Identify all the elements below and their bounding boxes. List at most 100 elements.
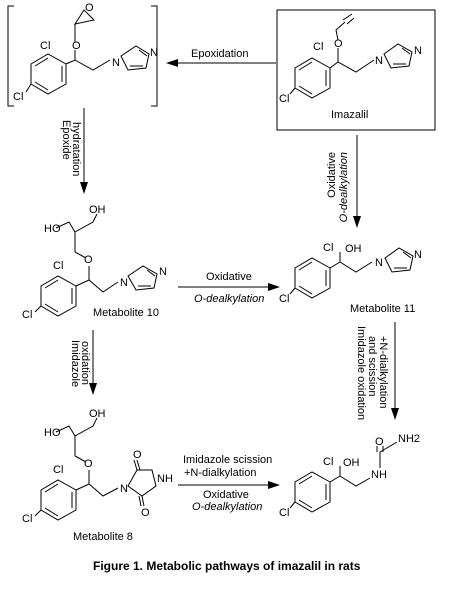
- imidazole-ring: [383, 43, 413, 69]
- atom-cl-ring: Cl: [53, 464, 63, 476]
- arrowhead-imidazole-scission-right: [391, 408, 399, 420]
- atom-oh: OH: [345, 243, 362, 255]
- atom-cl-ring: Cl: [323, 456, 333, 468]
- label-epoxide-hydration-2: hydratation: [70, 122, 82, 176]
- reaction-bottom: Imidazole scission +N-dialkylation Oxida…: [178, 454, 280, 513]
- atom-cl-ring: Cl: [323, 242, 333, 254]
- structure-urea-product: Cl Cl OH NH O NH2: [279, 433, 420, 519]
- benzene-ring: [294, 57, 331, 99]
- atom-ho: HO: [44, 427, 61, 439]
- carbonyl-1: [133, 459, 141, 471]
- bond-backbone: [65, 59, 111, 71]
- label-epoxidation: Epoxidation: [191, 48, 249, 60]
- bond-cl-para: [25, 83, 32, 93]
- reaction-imidazole-oxidation-scission: Imidazole oxidation and scission +N-dial…: [355, 322, 399, 420]
- imazalil-box: [276, 9, 436, 131]
- structure-epoxide: O O Cl Cl N N: [7, 2, 158, 107]
- atom-nh: NH: [157, 473, 173, 485]
- reaction-epoxidation: Epoxidation: [166, 48, 276, 67]
- bond-backbone: [75, 279, 119, 293]
- atom-cl-ring: Cl: [40, 40, 50, 52]
- structure-metabolite-11: Cl Cl OH N N Metabolite 11: [279, 242, 422, 315]
- atom-cl-para: Cl: [22, 309, 32, 321]
- diol-chain: [55, 417, 98, 456]
- benzene-ring: [30, 53, 67, 95]
- arrowhead-oxidative-dealkylation-right: [353, 216, 361, 228]
- atom-cl-para: Cl: [279, 293, 289, 305]
- arrowhead-bottom: [268, 481, 280, 489]
- compound-name-imazalil: Imazalil: [331, 109, 368, 121]
- atom-n1: N: [112, 57, 120, 69]
- reaction-oxidative-dealkylation-middle: Oxidative O-dealkylation: [178, 271, 280, 305]
- compound-name-metabolite-10: Metabolite 10: [93, 307, 159, 319]
- bond-cl-para: [34, 509, 42, 517]
- bond-backbone: [329, 252, 373, 273]
- atom-n3: N: [159, 266, 167, 278]
- atom-o-2: O: [141, 507, 150, 519]
- compound-name-metabolite-8: Metabolite 8: [73, 531, 133, 543]
- reaction-imidazole-oxidation: Imidazole oxidation: [69, 330, 97, 395]
- structure-metabolite-10: OH HO O Cl Cl N N Metabolite 10: [22, 204, 167, 321]
- reaction-epoxide-hydration: Epoxide hydratation: [60, 108, 88, 194]
- hydantoin-ring: [127, 469, 157, 497]
- atom-o-1: O: [133, 449, 142, 461]
- benzene-ring: [40, 275, 77, 317]
- imidazole-ring: [120, 45, 150, 71]
- atom-cl-para: Cl: [279, 507, 289, 519]
- label-oxdealk-middle-2: O-dealkylation: [194, 293, 264, 305]
- atom-oh-terminal: OH: [89, 204, 106, 216]
- bond-cl-para: [289, 287, 296, 295]
- label-imid-scission-3: +N-dialkylation: [377, 336, 389, 408]
- imidazole-ring: [127, 265, 158, 291]
- label-oxdealk-right-2: O-dealkylation: [338, 152, 350, 222]
- label-imid-scission-1: Imidazole oxidation: [355, 326, 367, 420]
- label-imidazole-oxidation-2: oxidation: [79, 341, 91, 385]
- imidazole-ring: [384, 247, 414, 273]
- atom-o-ether: O: [72, 40, 81, 52]
- atom-nh: NH: [371, 469, 387, 481]
- bond-backbone: [329, 466, 371, 487]
- label-oxdealk-right-1: Oxidative: [326, 152, 338, 198]
- label-bottom-top-1: Imidazole scission: [183, 454, 272, 466]
- figure-caption: Figure 1. Metabolic pathways of imazalil…: [93, 559, 361, 573]
- allyl-chain: [335, 13, 355, 41]
- arrowhead-imidazole-oxidation: [89, 383, 97, 395]
- atom-n1: N: [120, 277, 128, 289]
- label-bottom-bottom-2: O-dealkylation: [192, 501, 262, 513]
- compound-name-metabolite-11: Metabolite 11: [350, 303, 415, 315]
- atom-n3: N: [414, 249, 422, 261]
- arrowhead-oxidative-dealkylation-middle: [268, 283, 280, 291]
- atom-o-ether: O: [334, 38, 343, 50]
- benzene-ring: [294, 257, 331, 299]
- atom-cl-para: Cl: [13, 91, 23, 103]
- atom-o: O: [375, 436, 384, 448]
- atom-nh2: NH2: [398, 433, 420, 445]
- label-bottom-bottom-1: Oxidative: [203, 489, 249, 501]
- bond-cl-para: [289, 501, 296, 509]
- atom-cl-para: Cl: [22, 513, 32, 525]
- atom-oh: OH: [343, 457, 360, 469]
- label-imidazole-oxidation-1: Imidazole: [69, 340, 81, 387]
- structure-metabolite-8: OH HO O Cl Cl N NH O O Metabolite 8: [22, 408, 173, 543]
- atom-o-epoxide: O: [85, 2, 94, 14]
- bond-backbone: [329, 59, 375, 73]
- bond-cl-para: [289, 87, 296, 95]
- atom-ho: HO: [44, 223, 61, 235]
- label-bottom-top-2: +N-dialkylation: [184, 467, 256, 479]
- benzene-ring: [294, 471, 331, 513]
- epoxide-ring: [73, 9, 96, 25]
- bond-o-ch: [74, 455, 90, 484]
- atom-cl-ring: Cl: [53, 260, 63, 272]
- atom-n1: N: [375, 257, 383, 269]
- atom-cl-ring: Cl: [313, 41, 323, 53]
- bracket-right: [151, 5, 158, 107]
- benzene-ring: [40, 479, 77, 521]
- label-imid-scission-2: and scission: [366, 336, 378, 397]
- reaction-oxidative-dealkylation-right: Oxidative O-dealkylation: [326, 135, 361, 228]
- label-oxdealk-middle-1: Oxidative: [206, 271, 252, 283]
- atom-n3: N: [414, 45, 422, 57]
- atom-n1: N: [120, 483, 128, 495]
- atom-oh-terminal: OH: [89, 408, 106, 420]
- bond-o-ch: [74, 251, 90, 280]
